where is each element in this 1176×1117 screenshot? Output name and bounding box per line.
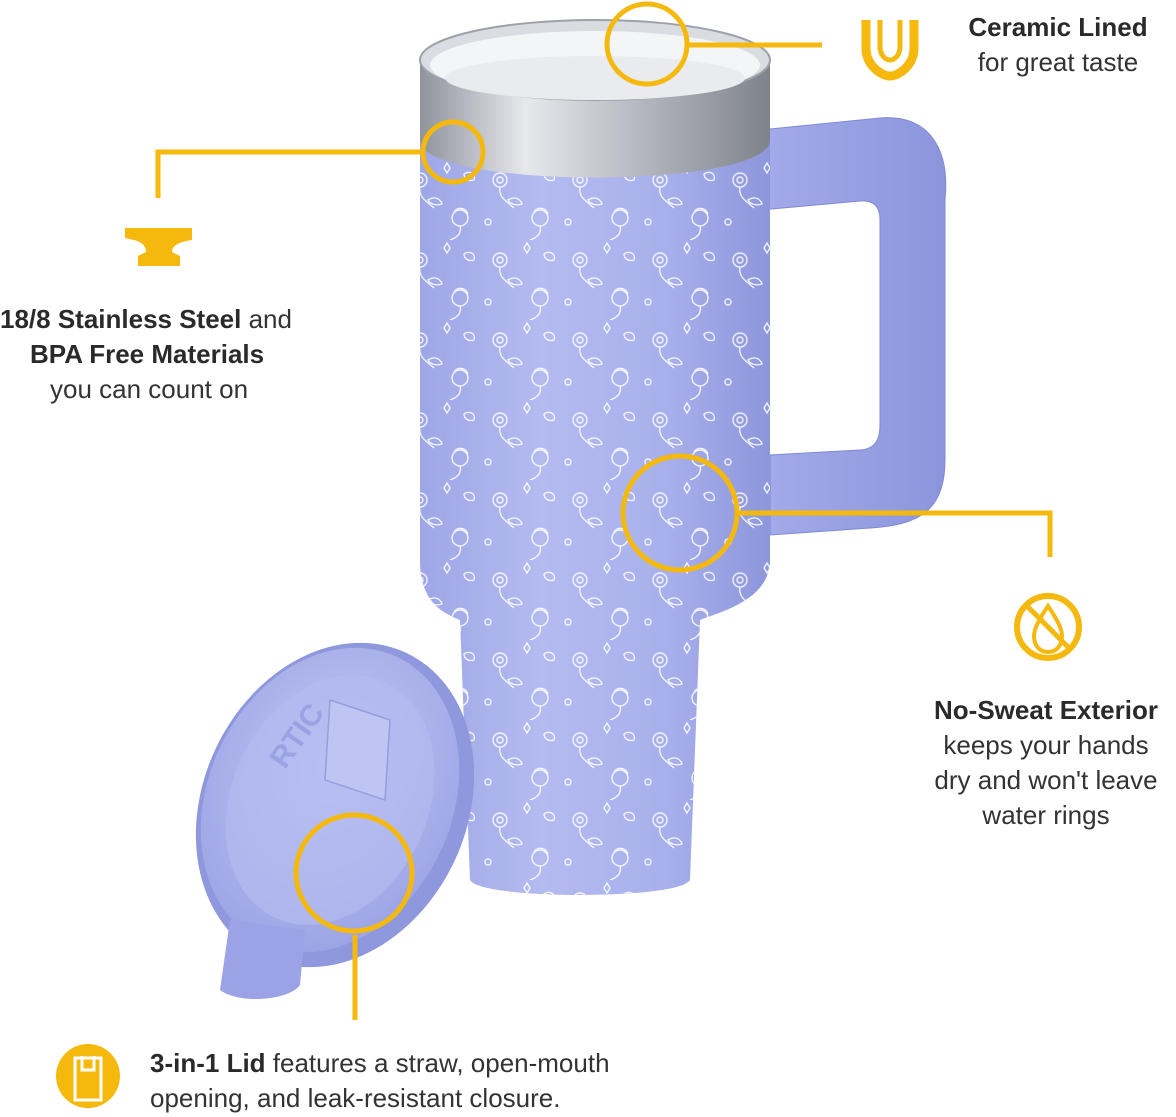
callout-lid-bold: 3-in-1 Lid xyxy=(150,1048,266,1078)
callout-lid-text2: opening, and leak-resistant closure. xyxy=(150,1083,561,1113)
callout-steel: 18/8 Stainless Steel and BPA Free Materi… xyxy=(0,302,330,407)
callout-sweat-line1: keeps your hands xyxy=(943,730,1149,760)
anvil-icon xyxy=(125,228,192,266)
callout-steel-text1: and xyxy=(241,304,292,334)
callout-sweat: No-Sweat Exterior keeps your hands dry a… xyxy=(916,693,1176,833)
callout-lid-text1: features a straw, open-mouth xyxy=(265,1048,610,1078)
callout-lid: 3-in-1 Lid features a straw, open-mouth … xyxy=(150,1046,710,1116)
callout-steel-text2: you can count on xyxy=(50,374,249,404)
callout-lines xyxy=(155,42,1053,1020)
callout-ceramic: Ceramic Lined for great taste xyxy=(940,10,1176,80)
lid-illustration: RTIC xyxy=(195,642,475,1000)
lid-icon xyxy=(56,1044,120,1108)
callout-sweat-title: No-Sweat Exterior xyxy=(934,695,1158,725)
callout-steel-bold1: 18/8 Stainless Steel xyxy=(0,304,242,334)
u-shape-icon xyxy=(861,20,919,81)
callout-sweat-line2: dry and won't leave xyxy=(934,765,1158,795)
highlight-circles xyxy=(293,1,740,934)
callout-steel-bold2: BPA Free Materials xyxy=(30,339,265,369)
callout-ceramic-title: Ceramic Lined xyxy=(968,12,1148,42)
callout-sweat-line3: water rings xyxy=(982,800,1110,830)
callout-ceramic-text: for great taste xyxy=(977,47,1139,77)
no-water-drop-icon xyxy=(1014,593,1082,661)
tumbler-handle xyxy=(759,117,947,536)
